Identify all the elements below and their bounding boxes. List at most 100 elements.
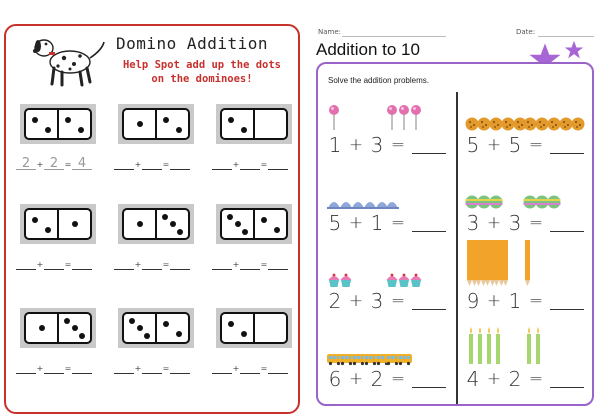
subtitle: Help Spot add up the dots on the dominoe…	[102, 58, 302, 86]
answer-blank[interactable]	[114, 362, 134, 374]
addition-title: Addition to 10	[316, 40, 420, 59]
bus-icon	[351, 354, 366, 366]
ball-icon	[477, 195, 491, 209]
cookie-icon	[571, 117, 585, 131]
domino-dot	[163, 320, 170, 327]
answer-blank[interactable]	[114, 258, 134, 270]
answer-blank[interactable]	[142, 362, 162, 374]
cupcake-icon	[340, 273, 352, 287]
domino-worksheet: Domino Addition Help Spot add up the dot…	[4, 24, 300, 414]
equals-sign: =	[162, 364, 170, 373]
answer-blank[interactable]	[550, 370, 584, 388]
subtitle-line-1: Help Spot add up the dots	[122, 59, 282, 71]
answer-blank[interactable]	[412, 136, 446, 154]
answer-blank[interactable]	[550, 214, 584, 232]
domino-dot	[175, 330, 182, 337]
domino-left-half	[26, 210, 57, 238]
answer-blank[interactable]	[16, 258, 36, 270]
answer-blank[interactable]	[268, 362, 288, 374]
equals-sign: =	[528, 213, 544, 233]
answer-blank[interactable]: 2	[16, 157, 36, 170]
domino-dot	[63, 318, 70, 324]
answer-blank[interactable]	[142, 258, 162, 270]
answer-blank[interactable]	[268, 258, 288, 270]
domino-dot	[44, 126, 51, 133]
answer-blank[interactable]	[240, 362, 260, 374]
equals-sign: =	[528, 291, 544, 311]
plus-sign: +	[348, 213, 364, 233]
domino-tile	[122, 312, 190, 344]
domino-dot	[163, 116, 170, 123]
answer-blank[interactable]	[240, 258, 260, 270]
hat-icon	[363, 202, 377, 209]
cookie-icon	[547, 117, 561, 131]
plus-sign: +	[486, 213, 502, 233]
plus-sign: +	[232, 260, 240, 269]
domino-dot	[234, 221, 241, 227]
answer-blank[interactable]	[72, 258, 92, 270]
answer-blank[interactable]	[142, 158, 162, 170]
addend-a: 5	[466, 133, 480, 157]
answer-blank[interactable]: 2	[44, 157, 64, 170]
equation: 3+3=	[464, 208, 592, 238]
domino-dot	[44, 226, 51, 233]
answer-blank[interactable]	[170, 158, 190, 170]
ball-icon	[489, 195, 503, 209]
answer-blank[interactable]	[268, 158, 288, 170]
answer-blank[interactable]	[550, 292, 584, 310]
lollipop-icon	[387, 105, 397, 130]
cookie-icon	[559, 117, 573, 131]
answer-blank[interactable]	[412, 370, 446, 388]
equals-sign: =	[64, 160, 72, 169]
equals-sign: =	[260, 260, 268, 269]
date-label: Date:	[516, 28, 536, 36]
pencil-icon	[498, 240, 504, 286]
subtitle-line-2: on the dominoes!	[151, 73, 253, 85]
hat-icon	[385, 202, 399, 209]
domino-dot	[175, 126, 182, 133]
answer-blank[interactable]	[412, 214, 446, 232]
bus-icon	[339, 354, 354, 366]
answer-blank[interactable]: 4	[72, 157, 92, 170]
addition-problem: 3+3=	[460, 170, 590, 248]
candle-icon	[469, 327, 473, 364]
picture-group	[460, 92, 590, 132]
equation-row: +=	[212, 250, 298, 270]
answer-blank[interactable]	[16, 362, 36, 374]
date-field-line[interactable]	[538, 36, 594, 37]
candle-icon	[496, 327, 500, 364]
equation: 9+1=	[464, 286, 592, 316]
plus-sign: +	[348, 369, 364, 389]
domino-left-half	[124, 314, 155, 342]
plus-sign: +	[134, 364, 142, 373]
cookie-icon	[501, 117, 515, 131]
addend-a: 6	[328, 367, 342, 391]
pencil-icon	[489, 240, 495, 286]
answer-blank[interactable]	[44, 258, 64, 270]
cookie-icon	[513, 117, 527, 131]
answer-blank[interactable]	[212, 158, 232, 170]
domino-problem: +=	[208, 308, 298, 378]
answer-blank[interactable]	[44, 362, 64, 374]
domino-left-half	[26, 314, 57, 342]
cookie-icon	[489, 117, 503, 131]
answer-blank[interactable]	[72, 362, 92, 374]
picture-group	[460, 326, 590, 366]
answer-blank[interactable]	[114, 158, 134, 170]
name-field-line[interactable]	[342, 36, 446, 37]
answer-blank[interactable]	[170, 258, 190, 270]
domino-tile	[122, 208, 190, 240]
answer-blank[interactable]	[240, 158, 260, 170]
domino-dot	[77, 126, 84, 133]
addition-problem: 5+5=	[460, 92, 590, 170]
candle-icon	[478, 327, 482, 364]
plus-sign: +	[486, 291, 502, 311]
answer-blank[interactable]	[212, 258, 232, 270]
answer-blank[interactable]	[412, 292, 446, 310]
domino-dot	[273, 226, 280, 233]
answer-blank[interactable]	[170, 362, 190, 374]
answer-blank[interactable]	[212, 362, 232, 374]
equals-sign: =	[260, 364, 268, 373]
addend-b: 5	[508, 133, 522, 157]
answer-blank[interactable]	[550, 136, 584, 154]
